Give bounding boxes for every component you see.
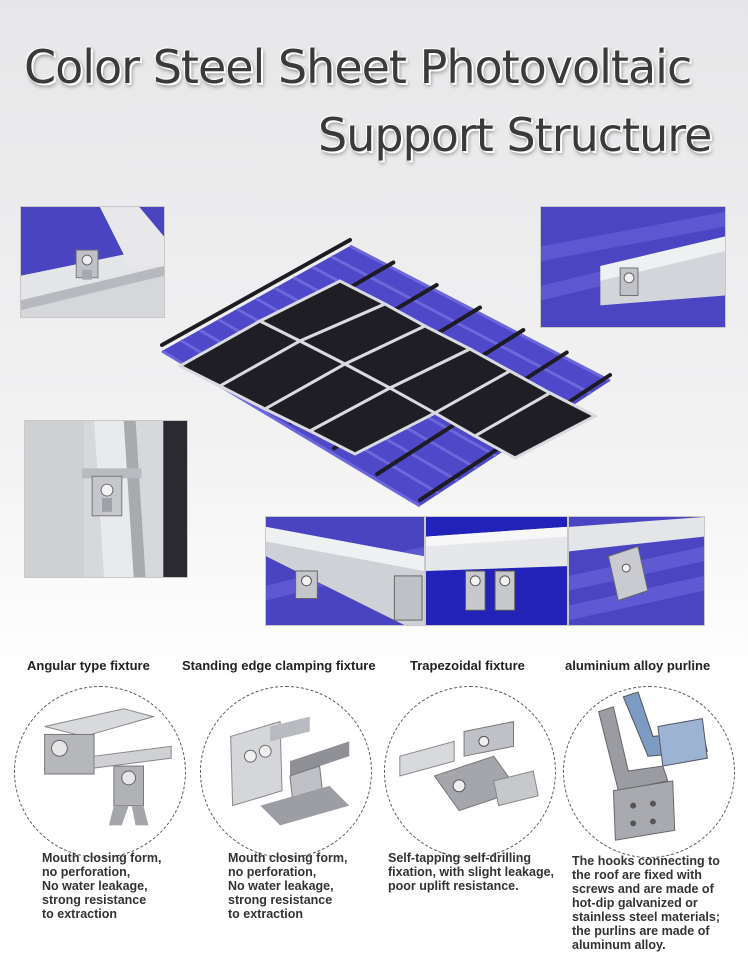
page-title-line-2: Support Structure bbox=[318, 108, 712, 162]
fixture-desc-standing-edge: Mouth closing form, no perforation, No w… bbox=[228, 851, 348, 921]
fixture-desc-aluminium-purline: The hooks connecting to the roof are fix… bbox=[572, 854, 720, 952]
fixture-label-aluminium-purline: aluminium alloy purline bbox=[565, 658, 711, 673]
detail-photo-bottom-3 bbox=[568, 516, 705, 626]
fixture-desc-angular: Mouth closing form, no perforation, No w… bbox=[42, 851, 162, 921]
fixture-image-angular bbox=[14, 686, 186, 858]
fixture-image-standing-edge bbox=[200, 686, 372, 858]
fixture-label-trapezoidal: Trapezoidal fixture bbox=[410, 658, 525, 673]
fixture-label-standing-edge: Standing edge clamping fixture bbox=[182, 658, 376, 673]
solar-roof-illustration bbox=[150, 236, 620, 516]
fixture-desc-trapezoidal: Self-tapping self-drilling fixation, wit… bbox=[388, 851, 555, 893]
detail-photo-bottom-2 bbox=[425, 516, 568, 626]
detail-photo-top-left bbox=[20, 206, 165, 318]
detail-photo-top-right bbox=[540, 206, 726, 328]
fixture-image-trapezoidal bbox=[384, 686, 556, 858]
detail-photo-bottom-1 bbox=[265, 516, 425, 626]
fixture-label-angular: Angular type fixture bbox=[27, 658, 150, 673]
page-title-line-1: Color Steel Sheet Photovoltaic bbox=[24, 40, 692, 94]
detail-photo-left-middle bbox=[24, 420, 188, 578]
fixture-image-aluminium-purline bbox=[563, 686, 735, 858]
